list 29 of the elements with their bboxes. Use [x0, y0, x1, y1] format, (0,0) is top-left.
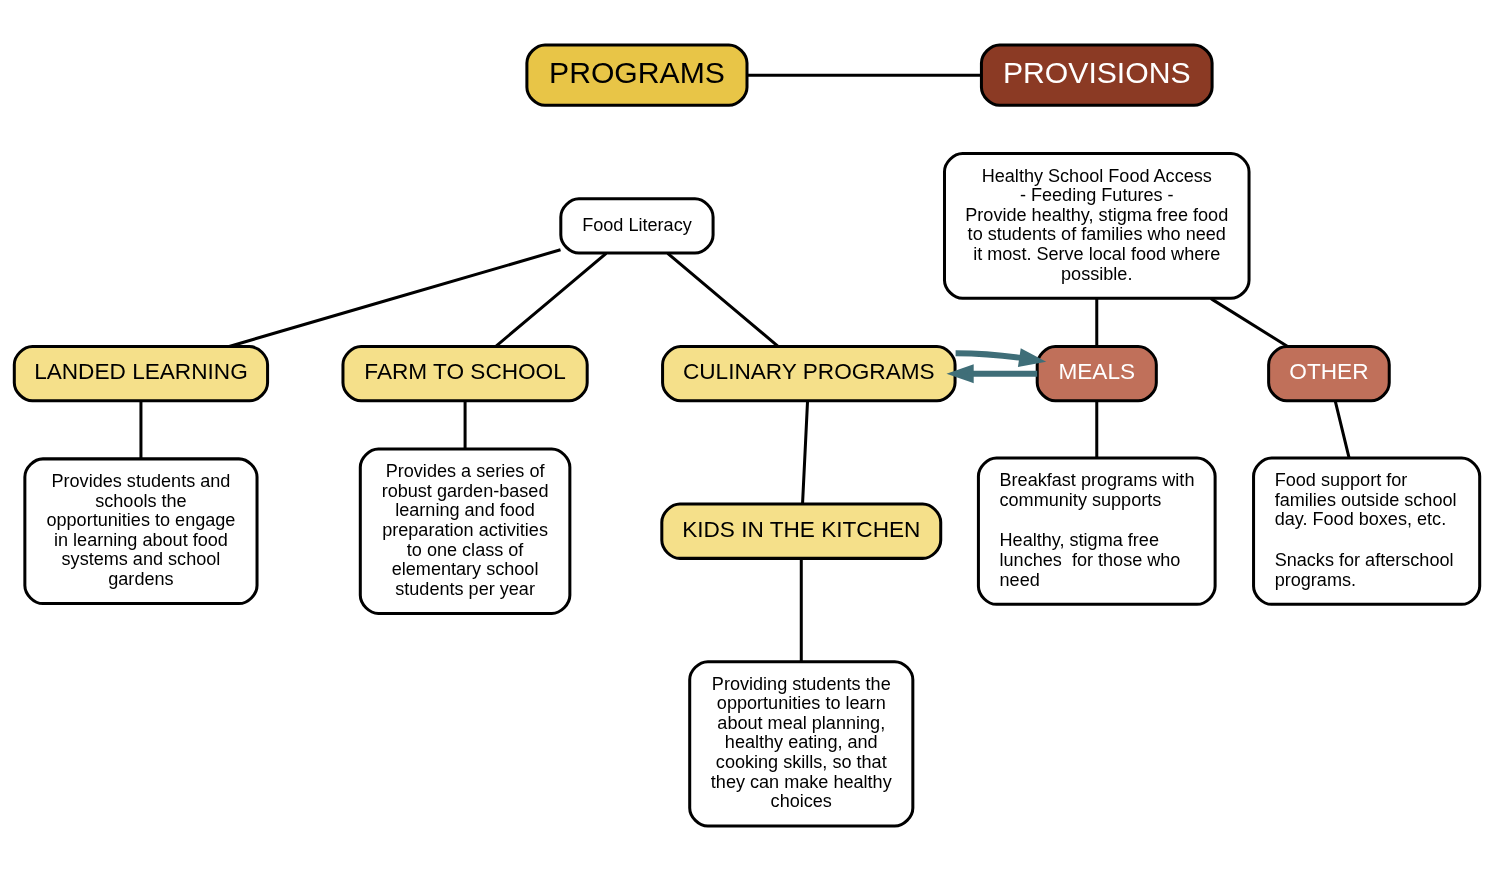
node-box: PROGRAMS — [525, 43, 749, 107]
connector — [463, 400, 467, 449]
arrow — [955, 347, 1047, 367]
connector — [747, 73, 981, 77]
connector — [1095, 298, 1099, 346]
node-box: Provides a series of robust garden-based learning and food preparation activities to one class of elementary school students per year — [358, 447, 572, 615]
connector — [494, 251, 608, 348]
node-box: MEALS — [1035, 344, 1158, 402]
node-box: Breakfast programs with community supports Healthy, stigma free lunches for those who need — [976, 456, 1217, 606]
connector — [228, 247, 561, 348]
connector — [139, 400, 143, 459]
arrow — [946, 363, 1038, 383]
connector — [1095, 400, 1099, 458]
connector — [1333, 400, 1351, 458]
node-box: Food support for families outside school day. Food boxes, etc. Snacks for afterschool programs. — [1252, 456, 1482, 606]
connector — [801, 400, 810, 504]
connector — [666, 251, 780, 348]
node-box: CULINARY PROGRAMS — [661, 344, 957, 402]
node-box: Provides students and schools the opportunities to engage in learning about food systems and school gardens — [23, 456, 259, 605]
node-box: Providing students the opportunities to learn about meal planning, healthy eating, and cooking skills, so that they can make healthy choices — [688, 659, 915, 827]
node-box: LANDED LEARNING — [12, 344, 270, 402]
connector — [799, 557, 803, 662]
node-box: Healthy School Food Access - Feeding Futures - Provide healthy, stigma free food to students of families who need it most. Serve local food where possible. — [943, 151, 1251, 300]
node-box: FARM TO SCHOOL — [341, 344, 589, 402]
connector — [1210, 296, 1289, 348]
node-box: OTHER — [1267, 344, 1391, 402]
node-box: KIDS IN THE KITCHEN — [660, 502, 943, 560]
node-box: PROVISIONS — [979, 43, 1214, 107]
node-box: Food Literacy — [559, 196, 715, 255]
